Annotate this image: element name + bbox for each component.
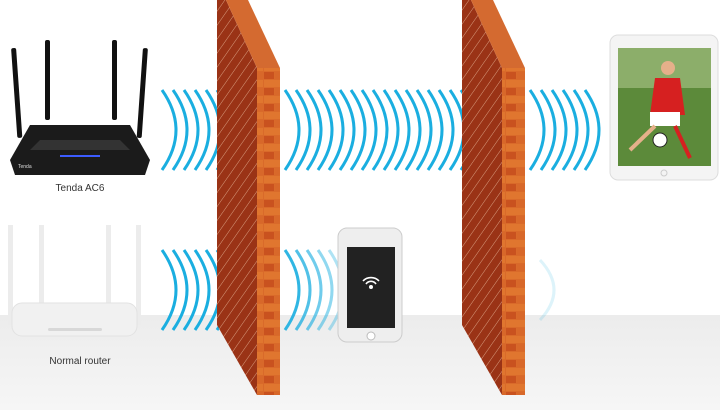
wave-arc: [160, 89, 178, 171]
wave-arc: [305, 249, 323, 331]
wave-arc: [415, 89, 433, 171]
wave-arc: [360, 89, 378, 171]
tablet: [609, 34, 719, 181]
wave-arc: [294, 89, 312, 171]
wave-arc: [382, 89, 400, 171]
wave-arc: [327, 89, 345, 171]
wave-arc: [316, 249, 334, 331]
wave-arc: [528, 89, 546, 171]
normal-router-label: Normal router: [49, 356, 111, 367]
wave-arc: [371, 89, 389, 171]
wave-arc: [160, 249, 178, 331]
normal-router: [8, 225, 141, 337]
wave-arc: [583, 89, 601, 171]
wave-arc: [349, 89, 367, 171]
tenda-ac6-router: Tenda: [10, 40, 150, 175]
wave-arc: [393, 89, 411, 171]
wave-arc: [561, 89, 579, 171]
wave-arc: [316, 89, 334, 171]
wifi-icon: [362, 276, 380, 289]
wave-arc: [182, 89, 200, 171]
wave-arc: [437, 89, 455, 171]
tenda-label: Tenda AC6: [55, 183, 105, 194]
wave-arc: [538, 258, 556, 322]
brick-wall-1: [217, 0, 280, 395]
wave-arc: [550, 89, 568, 171]
wave-arc: [404, 89, 422, 171]
wave-arc: [572, 89, 590, 171]
wave-arc: [338, 89, 356, 171]
brick-wall-2: [462, 0, 525, 395]
wave-arc: [171, 249, 189, 331]
wave-arc: [193, 89, 211, 171]
smartphone: [337, 227, 403, 343]
wave-arc: [294, 249, 312, 331]
wave-arc: [426, 89, 444, 171]
wave-arc: [182, 249, 200, 331]
router-logo: Tenda: [18, 164, 32, 170]
wave-arc: [539, 89, 557, 171]
wave-arc: [305, 89, 323, 171]
wave-arc: [171, 89, 189, 171]
wave-arc: [283, 89, 301, 171]
wave-arc: [283, 249, 301, 331]
wave-arc: [193, 249, 211, 331]
